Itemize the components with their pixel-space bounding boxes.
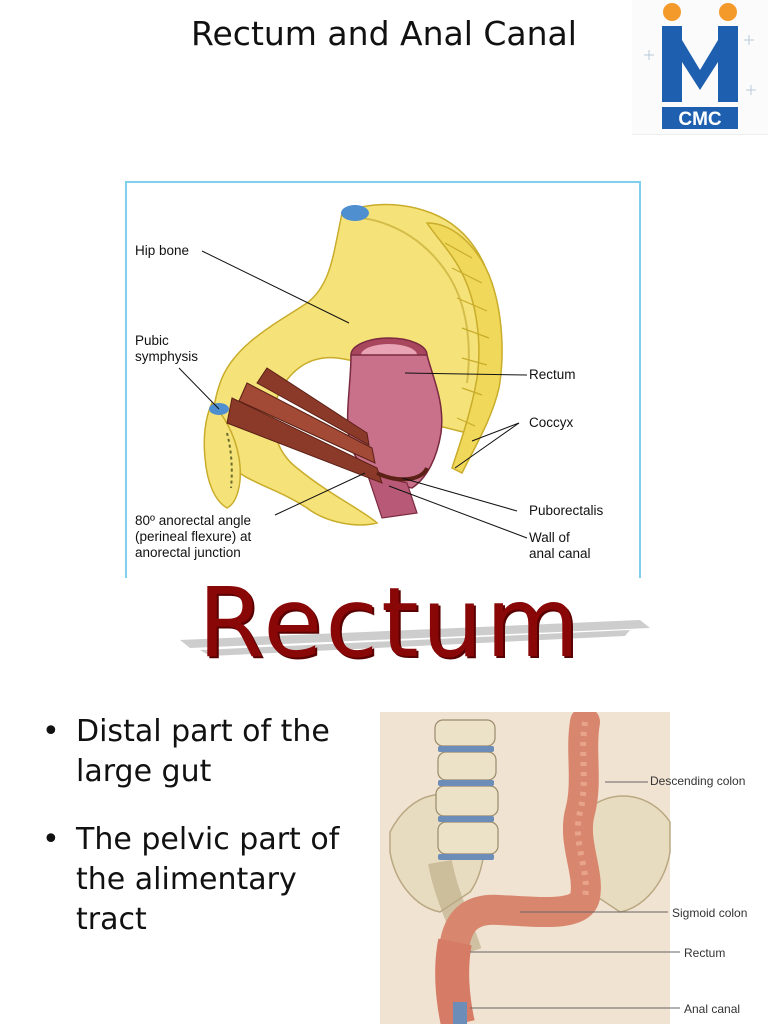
bullet-item: • The pelvic part of the alimentary tract xyxy=(38,820,368,940)
label-rectum-fig2: Rectum xyxy=(684,946,726,960)
bullet-item: • Distal part of the large gut xyxy=(38,712,368,792)
label-hip-bone: Hip bone xyxy=(135,243,190,258)
bullet-dot-icon: • xyxy=(42,822,60,857)
colon-illustration xyxy=(380,712,680,1024)
label-anorectal-angle: 80º anorectal angle (perineal flexure) a… xyxy=(135,513,252,560)
logo-graphic: CMC xyxy=(644,3,756,130)
label-anal-canal: Anal canal xyxy=(684,1002,741,1016)
label-descending-colon: Descending colon xyxy=(650,774,746,788)
label-pubic-symphysis: Pubic symphysis xyxy=(135,333,199,364)
label-sigmoid-colon: Sigmoid colon xyxy=(672,906,748,920)
logo-text: CMC xyxy=(678,109,722,130)
pelvis-anatomy-figure: Hip bone Pubic symphysis Rectum Coccyx P… xyxy=(125,181,641,578)
rectum-banner: Rectum xyxy=(120,568,660,678)
bullet-text: The pelvic part of the alimentary tract xyxy=(76,822,340,937)
label-wall-anal-canal: Wall of anal canal xyxy=(529,530,591,561)
cmc-logo: CMC xyxy=(632,0,768,135)
banner-shadow xyxy=(180,620,650,656)
pelvis-illustration xyxy=(178,203,528,539)
banner-title: Rectum xyxy=(197,567,583,679)
bullet-text: Distal part of the large gut xyxy=(76,714,330,789)
bullet-list: • Distal part of the large gut • The pelvi… xyxy=(38,712,368,968)
label-puborectalis: Puborectalis xyxy=(529,503,604,518)
bullet-dot-icon: • xyxy=(42,714,60,749)
colon-anatomy-figure: Descending colon Sigmoid colon Rectum An… xyxy=(380,712,768,1024)
label-rectum-fig1: Rectum xyxy=(529,367,576,382)
slide-title: Rectum and Anal Canal xyxy=(191,14,577,53)
label-coccyx: Coccyx xyxy=(529,415,574,430)
